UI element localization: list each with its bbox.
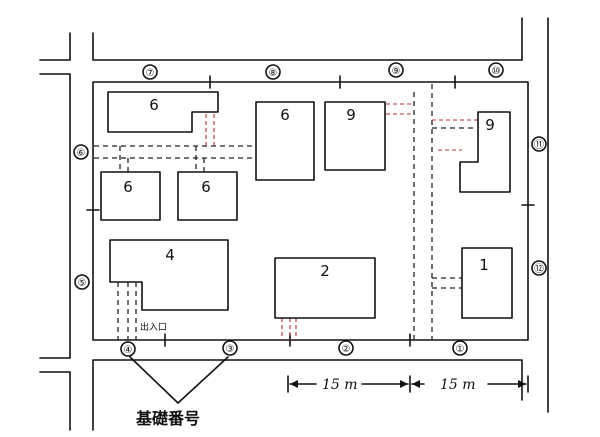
building-center-tall [255,101,315,181]
building-center-9 [324,101,386,171]
dashed-lines [94,84,474,340]
building-labels: 6 6 6 6 9 9 4 2 1 [123,96,495,280]
road-left-edge [39,73,71,359]
svg-text:③: ③ [226,344,235,355]
building-label: 1 [479,256,489,274]
svg-text:①: ① [456,344,465,355]
building-top-left [107,91,219,133]
marker-11: ⑪ [531,136,547,152]
marker-9: ⑨ [388,62,404,78]
caption-leader-lines [129,356,229,404]
building-label: 9 [485,116,495,134]
dimension-lines [287,375,529,393]
building-large-4 [109,239,229,311]
entrance-label: 出入口 [140,321,167,333]
svg-text:⑧: ⑧ [269,68,278,79]
building-label: 6 [201,178,211,196]
building-label: 4 [165,246,175,264]
road-bottom-left-corner [39,371,71,431]
svg-text:⑪: ⑪ [534,139,544,151]
marker-2: ② [338,340,354,356]
caption-foundation-number: 基礎番号 [135,409,200,428]
marker-8: ⑧ [265,64,281,80]
road-lines [39,17,549,431]
site-boundary [92,81,529,341]
buildings [100,91,513,319]
building-mid-left-b [177,171,238,221]
road-bottom-edge [92,359,523,431]
building-label: 2 [320,262,330,280]
svg-text:⑦: ⑦ [146,68,155,79]
boundary-ticks [86,75,535,347]
svg-text:②: ② [342,344,351,355]
foundation-markers: ① ② ③ ④ ⑤ ⑥ ⑦ ⑧ ⑨ ⑩ ⑪ ⑫ [73,62,547,357]
marker-5: ⑤ [74,274,90,290]
svg-text:⑤: ⑤ [78,278,87,289]
dimension-left-label: 15 m [322,377,358,393]
marker-4: ④ [120,341,136,357]
marker-10: ⑩ [488,62,504,78]
dimension-right-label: 15 m [440,377,476,393]
marker-1: ① [452,340,468,356]
building-label: 6 [123,178,133,196]
road-top-edge [92,17,523,61]
svg-text:④: ④ [124,345,133,356]
building-mid-left-a [100,171,161,221]
building-right-1 [461,247,513,319]
marker-7: ⑦ [142,64,158,80]
marker-3: ③ [222,340,238,356]
building-right-9 [459,111,511,193]
building-label: 9 [346,106,356,124]
svg-text:⑩: ⑩ [492,66,501,77]
building-label: 6 [149,96,159,114]
marker-6: ⑥ [73,144,89,160]
svg-text:⑥: ⑥ [77,148,86,159]
svg-text:⑨: ⑨ [392,66,401,77]
building-label: 6 [280,106,290,124]
building-center-2 [274,257,376,319]
marker-12: ⑫ [531,260,547,276]
road-top-left-corner [39,32,71,61]
svg-text:⑫: ⑫ [534,263,544,275]
